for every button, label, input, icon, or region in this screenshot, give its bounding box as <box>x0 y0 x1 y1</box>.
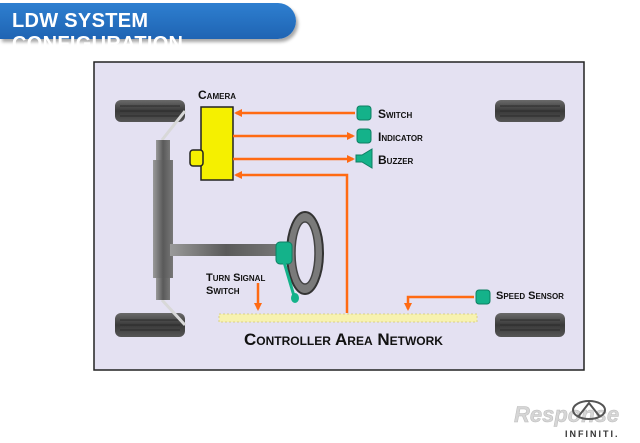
infiniti-wordmark: INFINITI. <box>565 429 620 439</box>
tie-rod-top <box>160 110 187 141</box>
indicator-label: Indicator <box>378 130 423 144</box>
wheel-front-right <box>495 100 565 122</box>
can-label: Controller Area Network <box>244 330 443 349</box>
page-title: LDW SYSTEM CONFIGURATION <box>12 10 184 55</box>
turn-signal-label-line1: Turn Signal <box>206 272 265 284</box>
turn-signal-label-line2: Switch <box>206 285 240 297</box>
camera-unit <box>189 106 234 181</box>
can-bus-bar <box>218 313 478 323</box>
buzzer-label: Buzzer <box>378 153 414 167</box>
steering-wheel <box>275 211 324 295</box>
speed-sensor-icon <box>475 289 491 305</box>
indicator-icon <box>356 128 372 144</box>
response-watermark: Response <box>514 402 620 428</box>
steering-column <box>170 244 282 256</box>
infiniti-logo: INFINITI. <box>565 400 620 439</box>
wheel-rear-right <box>495 313 565 337</box>
camera-label: Camera <box>198 88 236 102</box>
tie-rod-bottom <box>160 298 187 327</box>
steering-rack <box>153 140 173 300</box>
switch-label: Switch <box>378 107 412 121</box>
arrow-speed-sensor-to-can <box>404 295 474 311</box>
infiniti-emblem <box>572 400 606 420</box>
switch-icon <box>356 105 372 121</box>
speed-sensor-label: Speed Sensor <box>496 290 564 302</box>
response-watermark-text: Response <box>514 402 619 427</box>
buzzer-icon <box>355 148 373 169</box>
turn-signal-lever <box>282 261 299 303</box>
wheel-front-left <box>115 100 185 122</box>
wheel-rear-left <box>115 313 185 337</box>
arrow-can-to-camera <box>234 171 349 313</box>
header-banner: LDW SYSTEM CONFIGURATION <box>0 3 296 55</box>
